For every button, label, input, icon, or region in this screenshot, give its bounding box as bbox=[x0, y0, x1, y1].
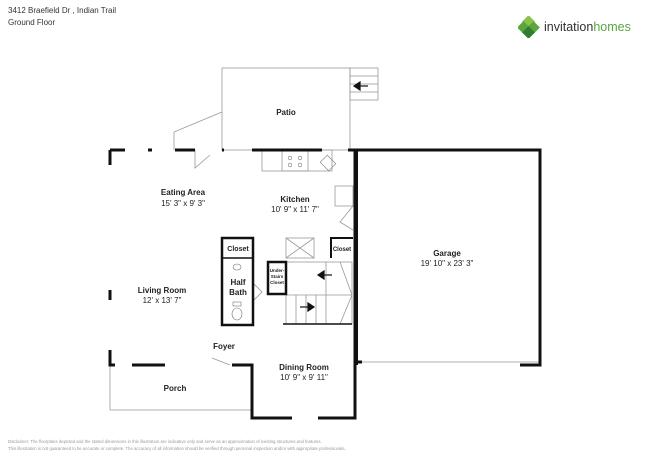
half-bath-label-2: Bath bbox=[229, 288, 247, 297]
half-bath-label-1: Half bbox=[230, 278, 245, 287]
kitchen-label: Kitchen bbox=[280, 195, 309, 204]
under-stairs-label-3: Closet bbox=[270, 280, 284, 285]
patio-label: Patio bbox=[276, 108, 296, 117]
porch-label: Porch bbox=[164, 384, 187, 393]
thin-outlines bbox=[109, 67, 540, 411]
stove bbox=[281, 149, 309, 172]
under-stairs-label-2: Stairs bbox=[271, 274, 284, 279]
garage-label: Garage bbox=[433, 249, 461, 258]
sink-icon bbox=[231, 154, 337, 321]
walls bbox=[108, 148, 542, 420]
disclaimer-line-2: This illustration is not guaranteed to b… bbox=[8, 446, 346, 451]
property-address: 3412 Braefield Dr , Indian Trail bbox=[8, 6, 117, 15]
disclaimer-line-1: Disclaimer: The floorplans depicted and … bbox=[8, 439, 322, 444]
logo-text-homes: homes bbox=[593, 20, 631, 34]
kitchen-counter bbox=[261, 149, 333, 172]
floor-label: Ground Floor bbox=[8, 18, 56, 27]
logo-mark-icon bbox=[518, 16, 540, 38]
closet-right-label: Closet bbox=[333, 247, 351, 253]
living-room-dims: 12' x 13' 7" bbox=[143, 296, 182, 305]
kitchen-dims: 10' 9" x 11' 7" bbox=[271, 205, 319, 214]
door-swing bbox=[194, 150, 211, 169]
foyer-label: Foyer bbox=[213, 342, 235, 351]
living-room-label: Living Room bbox=[138, 286, 186, 295]
dining-room-dims: 10' 9" x 9' 11" bbox=[280, 373, 328, 382]
eating-area-label: Eating Area bbox=[161, 188, 206, 197]
pantry bbox=[285, 237, 315, 259]
dining-room-label: Dining Room bbox=[279, 363, 329, 372]
fridge-space bbox=[334, 185, 354, 207]
garage-dims: 19' 10" x 23' 3" bbox=[421, 259, 474, 268]
logo-text-invitation: invitation bbox=[544, 20, 594, 34]
stair-arrow-icon bbox=[300, 80, 368, 313]
eating-area-dims: 15' 3" x 9' 3" bbox=[161, 199, 205, 208]
closet-left-label: Closet bbox=[227, 246, 249, 253]
porch-outline bbox=[109, 365, 252, 411]
patio-angle bbox=[173, 111, 223, 150]
under-stairs-label-1: Under- bbox=[270, 268, 285, 273]
